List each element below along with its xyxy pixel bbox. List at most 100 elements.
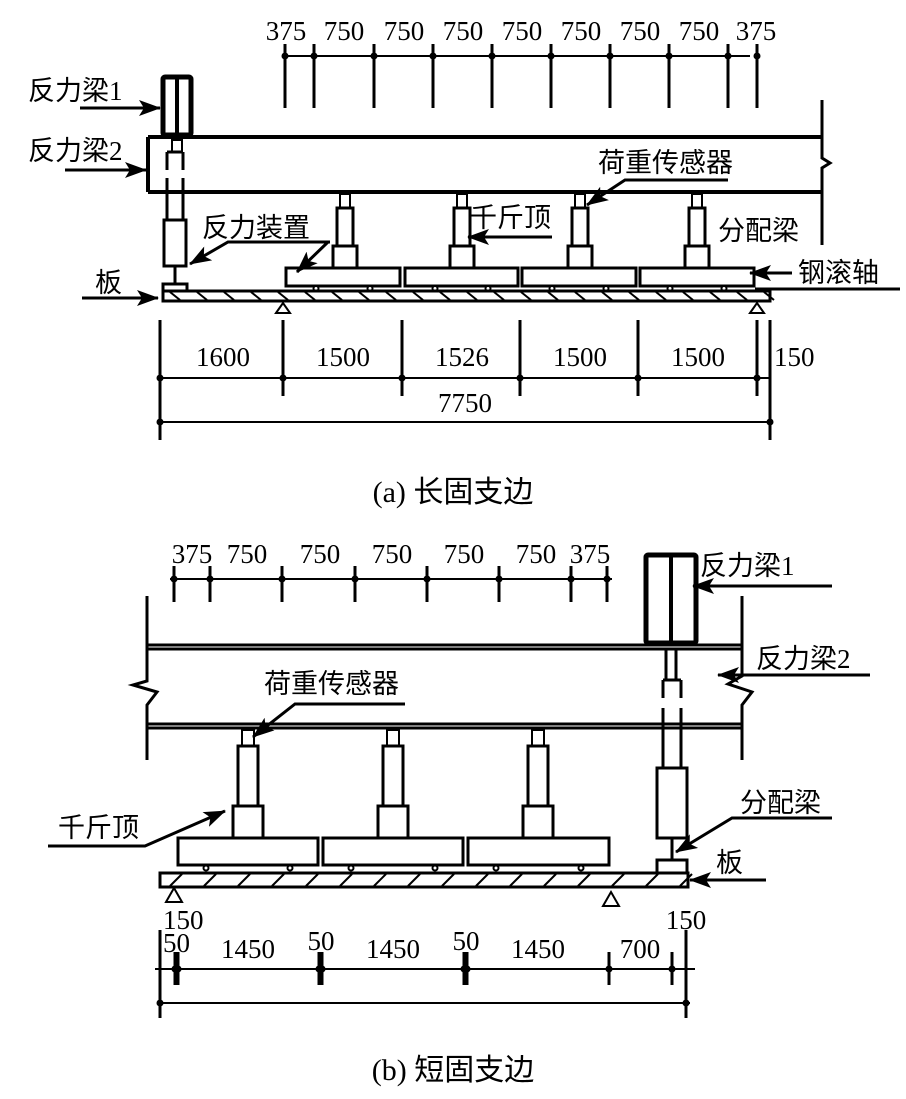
hatch-line — [407, 873, 421, 887]
hatch-line — [611, 873, 625, 887]
label-reaction-beam-1: 反力梁1 — [28, 76, 123, 106]
jack-assembly — [376, 729, 410, 840]
hatch-line — [304, 291, 316, 301]
dimension-label: 750 — [502, 16, 543, 46]
dimension-dot — [370, 52, 378, 60]
hatch-line — [509, 873, 523, 887]
caption-a: (a) 长固支边 — [373, 476, 534, 509]
distribution-beam — [403, 266, 520, 292]
break-line-icon — [724, 596, 755, 760]
dimension-dot — [310, 52, 318, 60]
distribution-beam — [638, 266, 756, 292]
reaction-beam-2-a — [146, 100, 833, 245]
label-slab: 板 — [716, 848, 743, 878]
hatch-line — [250, 291, 262, 301]
hatch-line — [439, 291, 451, 301]
hatch-line — [520, 291, 532, 301]
label-reaction-beam-2: 反力梁2 — [756, 644, 851, 674]
steel-roller-icon — [492, 864, 500, 872]
jack-cylinder — [452, 206, 472, 248]
hatch-line — [475, 873, 489, 887]
dimension-dot — [665, 52, 673, 60]
dimension-label: 750 — [384, 16, 425, 46]
dimension-label: 375 — [570, 539, 611, 569]
jack-assembly — [683, 193, 711, 270]
load-sensor — [386, 729, 400, 747]
break-line-icon — [127, 596, 160, 760]
jack-base — [683, 244, 711, 270]
hatch-line — [339, 873, 353, 887]
hatch-line — [543, 873, 557, 887]
hatch-line — [628, 291, 640, 301]
load-sensor — [241, 729, 255, 747]
dimension-dot — [279, 374, 287, 382]
dimension-dot — [278, 575, 286, 583]
dimension-dot — [281, 52, 289, 60]
reaction-beam-1-b — [643, 552, 699, 646]
jack-base — [566, 244, 594, 270]
dimension-label: 750 — [679, 16, 720, 46]
distribution-beams-b — [176, 836, 611, 872]
dimension-label: 150 — [666, 905, 707, 935]
dimension-label: 150 — [774, 342, 815, 372]
dimension-dot — [603, 575, 611, 583]
hatch-line — [547, 291, 559, 301]
hatch-line — [601, 291, 613, 301]
distribution-beam — [321, 836, 465, 872]
hatch-line — [358, 291, 370, 301]
jack-base — [331, 244, 359, 270]
distribution-beams-a — [284, 266, 756, 292]
dimension-dot — [605, 965, 613, 973]
label-load-sensor: 荷重传感器 — [598, 148, 733, 178]
steel-roller-icon — [431, 864, 439, 872]
caption-b: (b) 短固支边 — [372, 1054, 534, 1087]
dimension-dot — [206, 575, 214, 583]
hatch-line — [736, 291, 748, 301]
reaction-device-rod-b — [655, 650, 689, 876]
distribution-beam — [284, 266, 402, 292]
load-sensor — [691, 193, 703, 209]
jack-cylinder — [236, 744, 260, 808]
label-reaction-beam-1: 反力梁1 — [700, 551, 795, 581]
dimension-dot — [174, 965, 182, 973]
distribution-beam — [520, 266, 638, 292]
hatch-line — [682, 291, 694, 301]
dimension-dot — [606, 52, 614, 60]
label-reaction-beam-2: 反力梁2 — [28, 136, 123, 166]
dimension-label: 1450 — [221, 934, 275, 964]
hatch-line — [412, 291, 424, 301]
dimension-label: 150 — [163, 905, 204, 935]
jacks-b — [231, 729, 555, 840]
label-slab: 板 — [95, 268, 122, 298]
dimension-label: 1526 — [435, 342, 489, 372]
distribution-beam — [176, 836, 320, 872]
jack-cylinder — [570, 206, 590, 248]
slab-b — [158, 871, 693, 889]
dimension-label: 375 — [736, 16, 777, 46]
hatch-line — [305, 873, 319, 887]
dimension-label: 375 — [266, 16, 307, 46]
jack-assembly — [521, 729, 555, 840]
dimension-dot — [753, 52, 761, 60]
dimension-label: 1600 — [196, 342, 250, 372]
reaction-beam-2-b — [127, 596, 755, 760]
label-jack: 千斤顶 — [58, 813, 139, 843]
hatch-line — [466, 291, 478, 301]
pin-support-icon — [164, 885, 184, 903]
jack-assembly — [448, 193, 476, 270]
hatch-line — [331, 291, 343, 301]
hatch-line — [493, 291, 505, 301]
hatch-line — [373, 873, 387, 887]
dimension-label: 750 — [324, 16, 365, 46]
hatch-line — [277, 291, 289, 301]
jack-base — [231, 804, 265, 840]
steel-roller-icon — [347, 864, 355, 872]
hatch-line — [385, 291, 397, 301]
steel-roller-icon — [286, 864, 294, 872]
label-distribution-beam: 分配梁 — [718, 216, 799, 246]
dimension-label: 750 — [300, 539, 341, 569]
dimension-label: 750 — [372, 539, 413, 569]
hatch-line — [223, 291, 235, 301]
